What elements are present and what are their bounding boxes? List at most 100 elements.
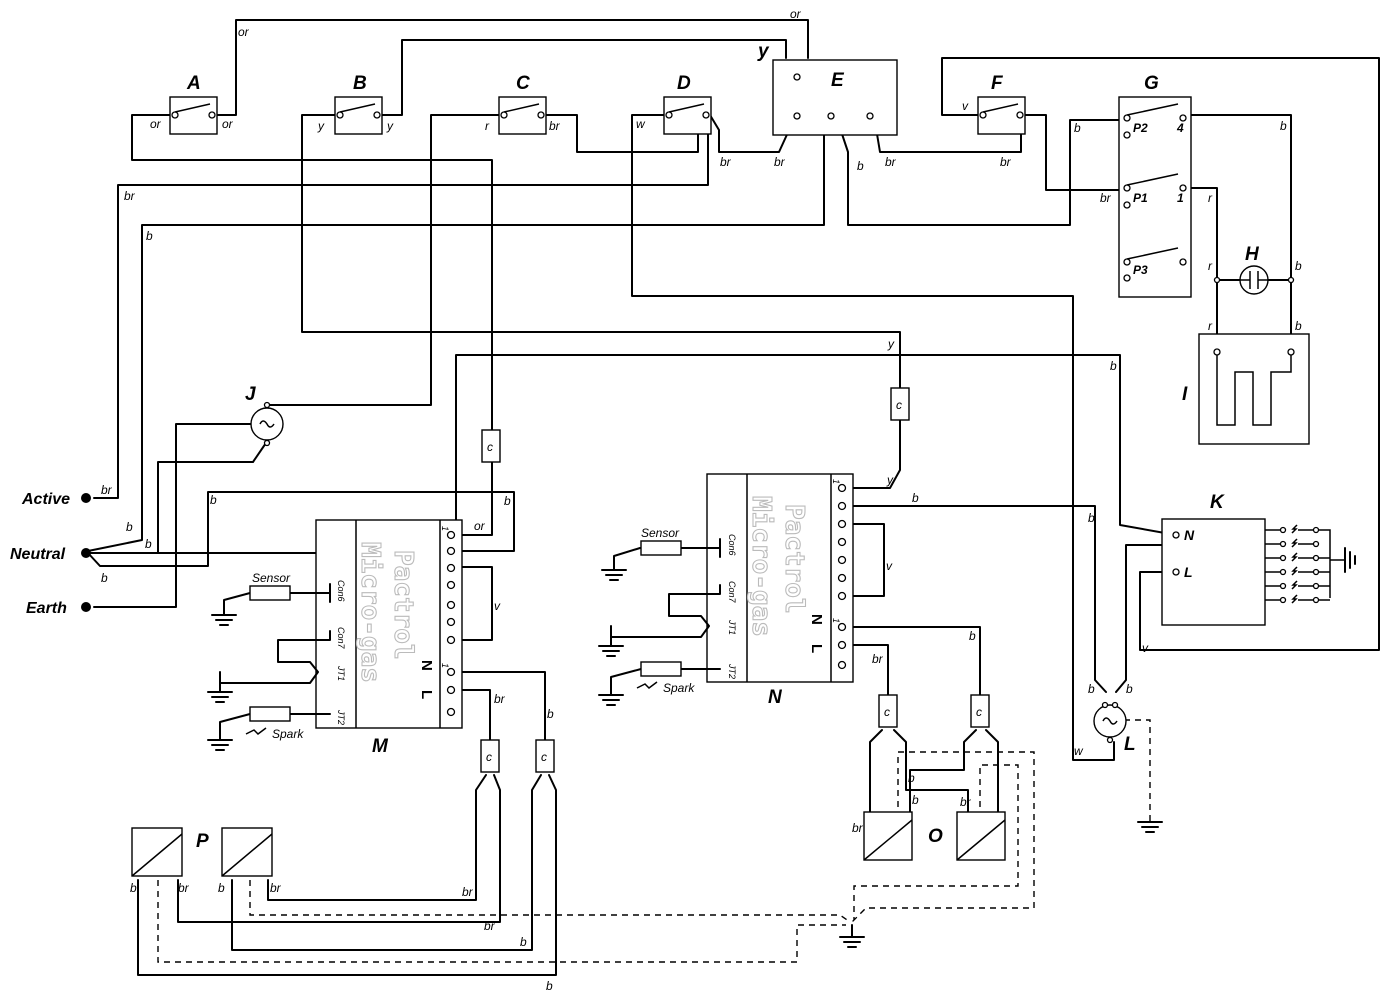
svg-text:b: b: [547, 707, 554, 721]
wire-m-v: [449, 566, 493, 641]
svg-text:b: b: [908, 771, 915, 785]
label-earth: Earth: [26, 600, 67, 617]
svg-text:b: b: [145, 537, 152, 551]
svg-text:br: br: [270, 881, 282, 895]
svg-text:b: b: [146, 229, 153, 243]
label-j: J: [245, 384, 256, 405]
wire-f-v: [941, 57, 1380, 651]
module-n-jt1: [598, 584, 721, 657]
svg-text:w: w: [636, 117, 646, 131]
switch-d: D w br: [636, 73, 732, 169]
module-m-pins: [446, 530, 456, 717]
wire-g-1: [1182, 187, 1218, 353]
svg-text:br: br: [549, 119, 561, 133]
svg-text:y: y: [317, 119, 325, 133]
module-m-sensor: Sensor: [211, 571, 331, 626]
svg-text:br: br: [774, 155, 786, 169]
label-neutral: Neutral: [10, 546, 66, 563]
wire-neutral-m: [87, 491, 515, 567]
svg-text:r: r: [1208, 259, 1213, 273]
wire-o-right-b: [985, 729, 999, 819]
wire-f-br-to-g: [1020, 114, 1125, 191]
switch-a: A or or: [150, 73, 234, 135]
svg-text:b: b: [857, 159, 864, 173]
svg-text:b: b: [210, 493, 217, 507]
svg-text:br: br: [1100, 191, 1112, 205]
svg-text:or: or: [790, 7, 802, 21]
svg-text:c: c: [541, 750, 547, 764]
svg-text:JT1: JT1: [727, 619, 737, 635]
svg-text:b: b: [546, 979, 553, 993]
gas-valves-o: O br b b br: [839, 771, 1006, 948]
svg-text:y: y: [887, 337, 895, 351]
label-l: L: [1124, 734, 1136, 755]
svg-text:1: 1: [831, 618, 841, 623]
indicator-lamp-l: L b b w: [1074, 682, 1163, 833]
svg-text:b: b: [1074, 121, 1081, 135]
label-c: C: [516, 73, 530, 94]
svg-text:b: b: [1110, 359, 1117, 373]
spark-outputs: [1265, 524, 1356, 604]
module-n-pins: [837, 483, 847, 670]
capacitor-m-in: c: [481, 429, 501, 463]
wire-b-y-left: [301, 114, 901, 389]
svg-text:w: w: [1074, 744, 1084, 758]
svg-text:b: b: [912, 491, 919, 505]
svg-text:or: or: [474, 519, 486, 533]
svg-text:b: b: [504, 494, 511, 508]
svg-text:c: c: [486, 750, 492, 764]
wire-o-right-a: [909, 729, 977, 819]
wire-n-v: [841, 523, 885, 597]
svg-text:br: br: [872, 652, 884, 666]
wire-p-b1: [231, 774, 542, 951]
label-o: O: [928, 826, 943, 847]
module-n: Pactrol Micro-gas 1 1 N L Con6 Con7 JT1 …: [706, 473, 976, 708]
svg-text:v: v: [1142, 641, 1149, 655]
svg-text:br: br: [178, 881, 190, 895]
svg-text:b: b: [1088, 682, 1095, 696]
module-n-spark: Spark: [598, 661, 721, 706]
svg-text:1: 1: [831, 479, 841, 484]
svg-text:b: b: [218, 881, 225, 895]
svg-text:b: b: [130, 881, 137, 895]
ignition-unit-k: N L K b v: [1088, 492, 1356, 655]
wire-g-4: [1182, 114, 1292, 353]
svg-text:Spark: Spark: [272, 727, 304, 741]
svg-text:c: c: [976, 705, 982, 719]
switch-c: C r br: [485, 73, 561, 135]
svg-text:v: v: [494, 599, 501, 613]
svg-text:br: br: [494, 692, 506, 706]
svg-text:JT1: JT1: [336, 665, 346, 681]
wire-e-b-right: [839, 119, 1125, 226]
svg-text:Pactrol: Pactrol: [388, 550, 418, 660]
wire-c-r: [267, 114, 503, 406]
svg-text:4: 4: [1176, 121, 1184, 135]
svg-text:Sensor: Sensor: [641, 526, 680, 540]
wire-p-br1: [267, 774, 487, 901]
svg-text:Micro-gas: Micro-gas: [746, 496, 776, 637]
svg-text:P2: P2: [1133, 121, 1148, 135]
label-e: E: [831, 70, 845, 91]
switch-b: B y y: [317, 73, 394, 135]
svg-text:Micro-gas: Micro-gas: [355, 542, 385, 683]
capacitor-n-b: c: [970, 694, 990, 728]
svg-text:y: y: [886, 473, 894, 487]
switch-e: E y or br b br: [757, 7, 898, 173]
capacitor-n-in: c: [890, 387, 910, 421]
svg-text:b: b: [1088, 511, 1095, 525]
svg-text:Sensor: Sensor: [252, 571, 291, 585]
svg-text:1: 1: [440, 663, 450, 668]
svg-text:L: L: [1184, 564, 1193, 580]
dash-l-earth: [1124, 719, 1151, 822]
svg-text:c: c: [896, 398, 902, 412]
capacitor-m-b: c: [535, 739, 555, 773]
gas-valves-p: P b br b br br br b b: [130, 827, 553, 993]
svg-text:r: r: [1208, 319, 1213, 333]
switch-g: G P2 P1 P3 4 1 b br r b: [1074, 73, 1287, 298]
supply-terminals: Active Neutral Earth br b b b br b b or …: [10, 25, 1117, 617]
svg-text:v: v: [962, 99, 969, 113]
wire-d-w: [631, 114, 1115, 761]
label-n: N: [768, 687, 783, 708]
svg-text:Con7: Con7: [336, 627, 346, 650]
